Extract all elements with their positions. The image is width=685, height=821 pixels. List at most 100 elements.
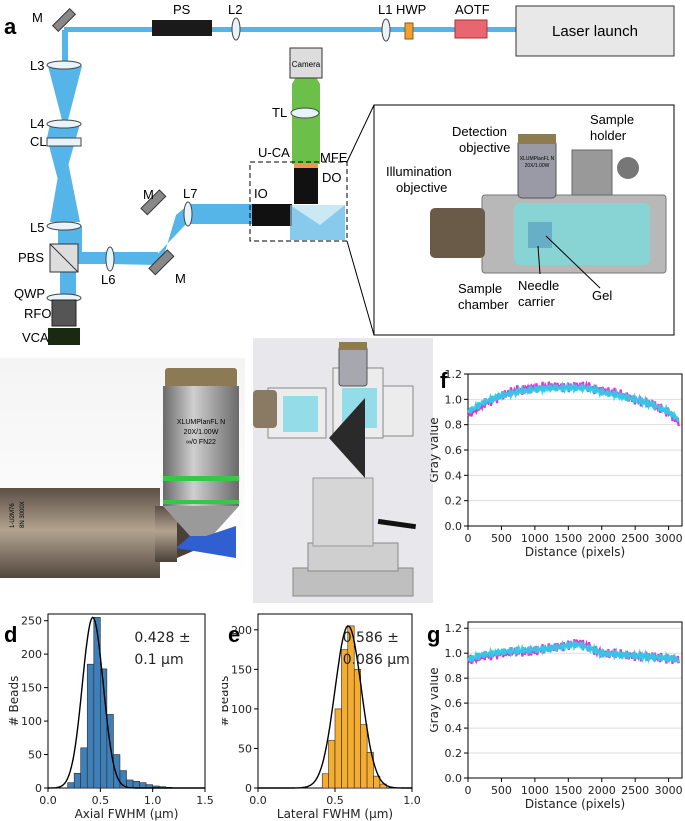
- histogram-bar: [360, 724, 368, 789]
- y-tick-label: 0.0: [445, 520, 463, 533]
- label-aotf: AOTF: [455, 2, 490, 17]
- histogram-bar: [67, 782, 75, 789]
- x-tick-label: 3000: [655, 532, 683, 545]
- phase-shifter: [152, 20, 212, 36]
- label-m1: M: [32, 10, 43, 25]
- aotf-box: [454, 19, 488, 39]
- y-tick-label: 150: [231, 663, 252, 676]
- histogram-bar: [113, 754, 121, 789]
- x-axis-label: Axial FWHM (μm): [75, 807, 179, 821]
- label-l4: L4: [30, 116, 44, 131]
- fit-annotation-line-2: 0.1 μm: [134, 652, 183, 668]
- inset-gel: [528, 222, 552, 248]
- objective-text-b-3: ∞/0 FN22: [186, 439, 216, 446]
- y-tick-label: 0.2: [445, 495, 463, 508]
- inset-needle-label-1: Needle: [518, 278, 559, 293]
- y-tick-label: 1.2: [445, 368, 463, 381]
- x-tick-label: 500: [491, 784, 512, 797]
- y-tick-label: 50: [28, 749, 42, 762]
- y-axis-label: Gray value: [430, 417, 441, 482]
- label-l3: L3: [30, 58, 44, 73]
- y-axis-label: # Beads: [7, 676, 21, 727]
- x-tick-label: 1.5: [196, 794, 214, 807]
- histogram-bar: [341, 649, 349, 789]
- y-tick-label: 1.0: [445, 393, 463, 406]
- label-ps: PS: [173, 2, 191, 17]
- label-io: IO: [254, 186, 268, 201]
- label-do: DO: [322, 170, 342, 185]
- histogram-bar: [80, 747, 88, 789]
- histogram-bar: [139, 782, 147, 789]
- label-rfo: RFO: [24, 306, 51, 321]
- x-tick-label: 3000: [655, 784, 683, 797]
- x-tick-label: 1500: [554, 532, 582, 545]
- histogram-bar: [328, 740, 336, 789]
- illumination-objective: [252, 204, 292, 226]
- detection-objective: [294, 168, 318, 204]
- histogram-bar: [119, 770, 127, 789]
- plot-frame: [467, 621, 683, 779]
- inset-needle-label-2: carrier: [518, 294, 556, 309]
- mirror-icon: [51, 7, 175, 276]
- inset-detection-label-1: Detection: [452, 124, 507, 139]
- objective-text-b-1: XLUMPlanFL N: [177, 419, 225, 426]
- x-tick-label: 0.5: [326, 794, 344, 807]
- y-tick-label: 250: [21, 615, 42, 628]
- panel-label-d: d: [4, 622, 18, 647]
- x-tick-label: 1.0: [144, 794, 162, 807]
- x-tick-label: 1.0: [403, 794, 421, 807]
- label-m3: M: [175, 271, 186, 286]
- inset-chamber-label-1: Sample: [458, 281, 502, 296]
- label-pbs: PBS: [18, 250, 44, 265]
- y-tick-label: 200: [21, 648, 42, 661]
- x-tick-label: 2000: [588, 532, 616, 545]
- label-tl: TL: [272, 105, 287, 120]
- panel-label-a: a: [4, 14, 17, 39]
- x-tick-label: 1000: [521, 532, 549, 545]
- detection-beam: [292, 84, 320, 164]
- x-tick-label: 0: [465, 532, 472, 545]
- vca-block: [48, 328, 80, 345]
- label-l7: L7: [183, 186, 197, 201]
- camera-icon: [289, 47, 323, 79]
- histogram-bar: [353, 669, 361, 789]
- y-axis-label: # Beads: [222, 676, 231, 727]
- x-tick-label: 1000: [521, 784, 549, 797]
- y-tick-label: 50: [238, 742, 252, 755]
- x-tick-label: 0.0: [249, 794, 267, 807]
- histogram-bar: [347, 625, 355, 789]
- half-wave-plate: [404, 22, 414, 40]
- inset-objective-text-2: 20X/1.00W: [525, 163, 550, 169]
- inset-detection-label-2: objective: [459, 140, 510, 155]
- fit-annotation-line-1: 0.428 ±: [134, 630, 190, 646]
- mfe-element: [294, 163, 318, 168]
- histogram-bar: [321, 773, 329, 789]
- label-qwp: QWP: [14, 286, 45, 301]
- y-tick-label: 0.6: [445, 444, 463, 457]
- profile-line: [467, 381, 680, 423]
- histogram-bar: [86, 663, 95, 789]
- panel-label-g: g: [427, 622, 441, 647]
- panel-label-e: e: [228, 622, 241, 647]
- inset-chamber-label-2: chamber: [458, 297, 509, 312]
- x-tick-label: 0: [465, 784, 472, 797]
- inset-gel-label: Gel: [592, 288, 612, 303]
- y-tick-label: 0: [245, 782, 252, 795]
- y-tick-label: 0.0: [445, 772, 463, 785]
- gaussian-fit-line: [48, 616, 205, 789]
- camera-label: Camera: [292, 60, 321, 69]
- label-mfe: MFE: [320, 150, 348, 165]
- x-axis-label: Lateral FWHM (μm): [277, 807, 393, 821]
- label-m2: M: [143, 187, 154, 202]
- histogram-bar: [373, 775, 381, 789]
- cylindrical-lens: [46, 137, 82, 147]
- rfo-objective: [51, 299, 77, 327]
- label-uca: U-CA: [258, 145, 290, 160]
- y-tick-label: 0.8: [445, 419, 463, 432]
- x-axis-label: Distance (pixels): [525, 797, 625, 811]
- histogram-bar: [132, 781, 140, 789]
- y-axis-label: Gray value: [430, 667, 441, 732]
- inset-illum-label-2: objective: [396, 180, 447, 195]
